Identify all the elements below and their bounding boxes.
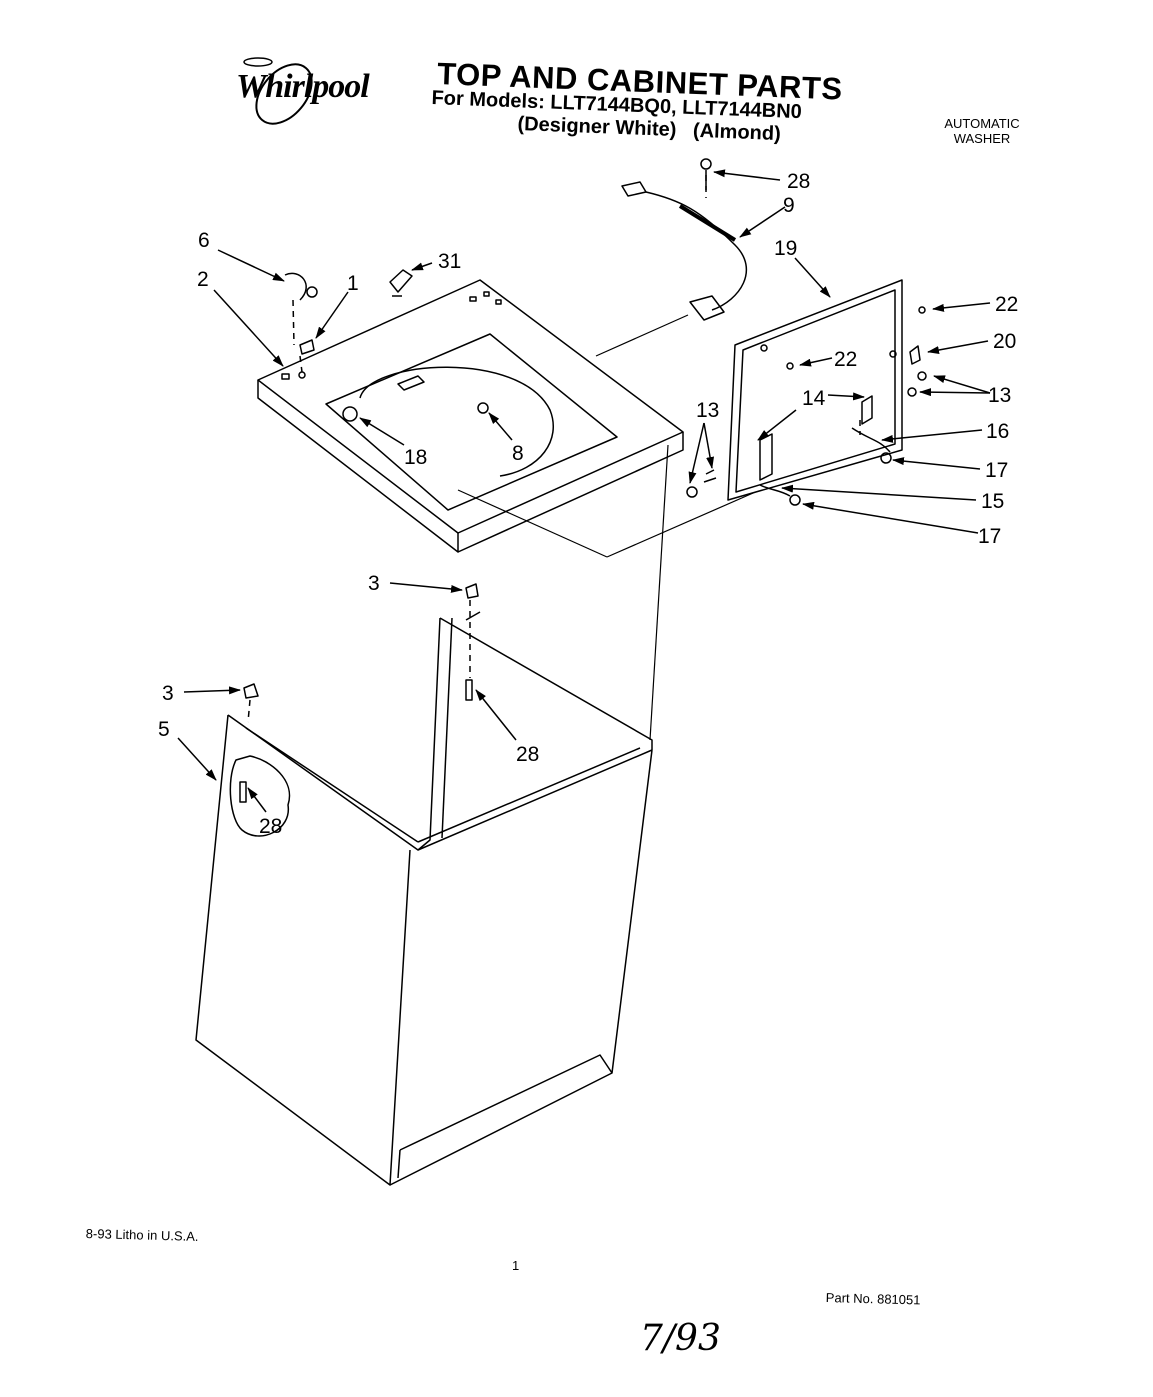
logo-swoosh-icon <box>243 57 313 125</box>
screw-part-28-back <box>465 679 473 701</box>
appliance-line-2: WASHER <box>953 131 1011 146</box>
brand-logo: Whirlpool <box>222 50 382 130</box>
callout-28-cabinet: 28 <box>516 743 539 766</box>
callout-28-side: 28 <box>259 815 282 838</box>
appliance-line-1: AUTOMATIC <box>944 116 1020 131</box>
callout-31: 31 <box>438 250 461 273</box>
callout-15: 15 <box>981 490 1004 513</box>
appliance-label: AUTOMATIC WASHER <box>936 116 1028 146</box>
callout-6: 6 <box>198 229 210 252</box>
callout-22-left: 22 <box>834 348 857 371</box>
callout-14: 14 <box>802 387 826 410</box>
part-number: Part No. 881051 <box>825 1290 921 1308</box>
callout-labels: 28 9 19 22 20 22 13 14 16 17 15 17 13 6 … <box>158 170 1018 838</box>
callout-17-upper: 17 <box>985 459 1008 482</box>
callout-17-lower: 17 <box>978 525 1001 548</box>
bracket-part-31 <box>389 269 413 297</box>
alignment-line-front <box>606 489 761 558</box>
alignment-line-back <box>595 314 689 357</box>
callout-13-right: 13 <box>988 384 1011 407</box>
page-number: 1 <box>512 1258 520 1273</box>
clip-part-6 <box>284 272 318 301</box>
callout-13-left: 13 <box>696 399 719 422</box>
callout-3-top: 3 <box>368 572 380 595</box>
callout-20: 20 <box>993 330 1016 353</box>
callout-28-top: 28 <box>787 170 810 193</box>
callout-8: 8 <box>512 442 524 465</box>
clip-part-3-right <box>465 583 479 599</box>
clip-part-3-left <box>243 683 259 699</box>
callout-1: 1 <box>347 272 359 295</box>
alignment-line-vertical <box>649 444 669 741</box>
callout-16: 16 <box>986 420 1009 443</box>
callout-9: 9 <box>783 194 795 217</box>
handwritten-date: 7/93 <box>640 1318 721 1359</box>
washer-top-panel <box>257 279 684 553</box>
alignment-line-top <box>457 489 608 558</box>
lid-switch-harness <box>621 158 747 321</box>
litho-note: 8-93 Litho in U.S.A. <box>85 1226 199 1244</box>
lid-frame <box>686 279 927 506</box>
callout-3-left: 3 <box>162 682 174 705</box>
screw-part-28-side <box>239 781 247 803</box>
callout-22-right: 22 <box>995 293 1018 316</box>
assembly-dash-lines <box>247 175 861 723</box>
callout-18: 18 <box>404 446 427 469</box>
callout-5: 5 <box>158 718 170 741</box>
callout-19: 19 <box>774 237 797 260</box>
washer-cabinet <box>195 611 653 1186</box>
leader-arrows <box>177 169 991 813</box>
brand-name: Whirlpool <box>236 68 370 105</box>
callout-2: 2 <box>197 268 209 291</box>
